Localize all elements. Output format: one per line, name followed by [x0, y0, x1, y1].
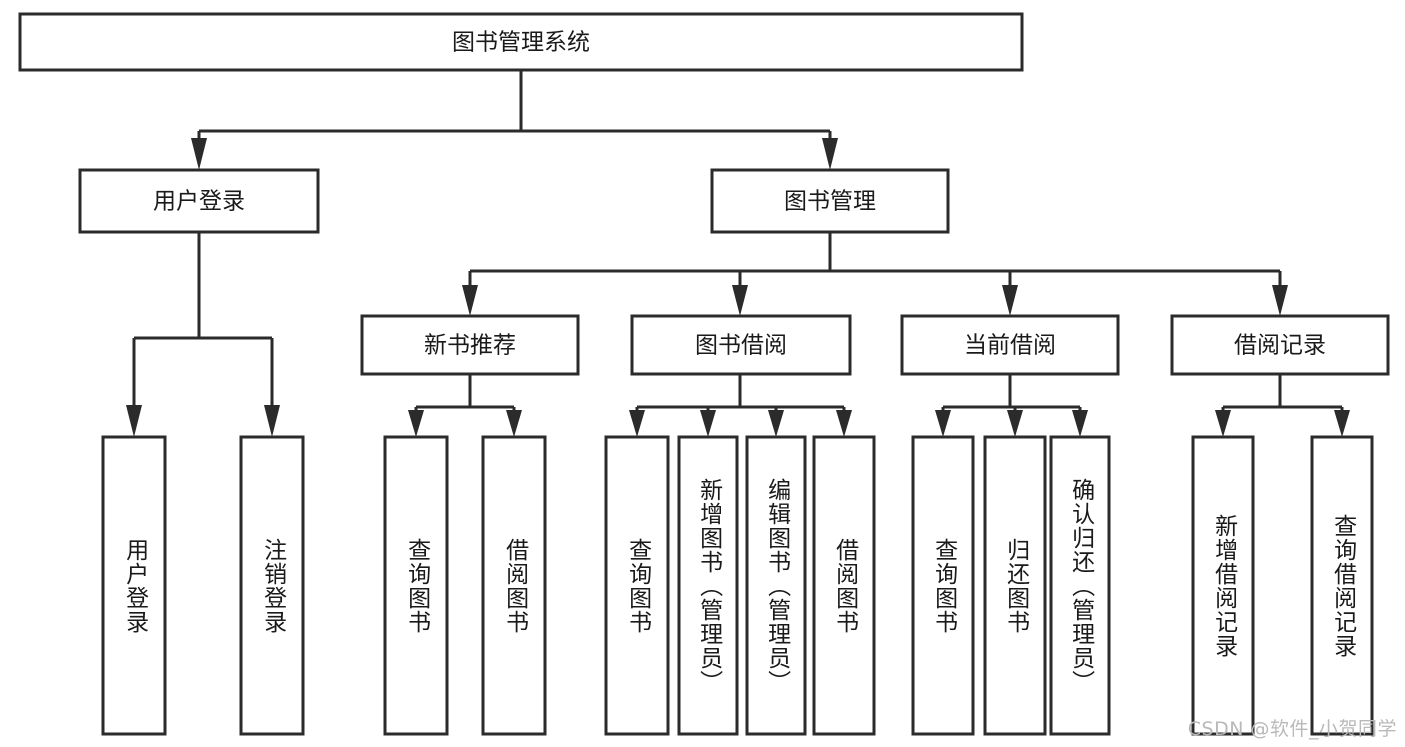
- node-box-new-book-rec[interactable]: [360, 314, 580, 376]
- node-box-leaf-query-book-borrow[interactable]: [604, 435, 670, 736]
- arrowhead-leaf-return-book: [1007, 410, 1023, 437]
- node-box-leaf-query-book-cur[interactable]: [911, 435, 975, 736]
- node-box-leaf-logout[interactable]: [239, 435, 305, 736]
- node-label-book-manage: 图书管理: [784, 189, 876, 215]
- arrowhead-leaf-edit-book: [768, 410, 784, 437]
- arrowhead-leaf-logout: [264, 405, 280, 437]
- node-label-current-borrow: 当前借阅: [964, 333, 1056, 359]
- node-box-leaf-borrow-book-rec[interactable]: [481, 435, 547, 736]
- node-box-leaf-query-book-rec[interactable]: [383, 435, 449, 736]
- node-box-leaf-add-book[interactable]: [677, 435, 739, 736]
- arrowhead-leaf-add-book: [700, 410, 716, 437]
- arrowhead-leaf-user-login: [126, 405, 142, 437]
- arrowhead-borrow-record: [1272, 285, 1288, 316]
- arrowhead-leaf-borrow-book-rec: [506, 410, 522, 437]
- arrowhead-book-manage: [822, 138, 838, 170]
- node-label-book-borrow: 图书借阅: [695, 333, 787, 359]
- node-label-root: 图书管理系统: [452, 30, 590, 56]
- node-box-leaf-confirm-return[interactable]: [1049, 435, 1111, 736]
- arrowhead-leaf-query-book-borrow: [629, 410, 645, 437]
- arrowhead-leaf-add-record: [1215, 410, 1231, 437]
- node-box-user-login[interactable]: [78, 168, 320, 234]
- arrowhead-leaf-borrow-book: [836, 410, 852, 437]
- node-box-leaf-return-book[interactable]: [983, 435, 1047, 736]
- arrowhead-leaf-query-book-cur: [935, 410, 951, 437]
- arrowhead-user-login: [191, 138, 207, 170]
- node-box-leaf-user-login[interactable]: [101, 435, 167, 736]
- arrowhead-leaf-query-record: [1334, 410, 1350, 437]
- node-label-borrow-record: 借阅记录: [1234, 333, 1326, 359]
- node-box-borrow-record[interactable]: [1170, 314, 1390, 376]
- node-label-user-login: 用户登录: [153, 189, 245, 215]
- arrowhead-leaf-query-book-rec: [408, 410, 424, 437]
- node-box-book-manage[interactable]: [710, 168, 950, 234]
- arrowhead-book-borrow: [732, 285, 748, 316]
- arrowhead-new-book-rec: [462, 285, 478, 316]
- arrowhead-current-borrow: [1002, 285, 1018, 316]
- connectors-group: [126, 70, 1350, 437]
- node-box-leaf-add-record[interactable]: [1191, 435, 1255, 736]
- csdn-watermark: CSDN @软件_小贺同学: [1187, 718, 1397, 740]
- node-box-current-borrow[interactable]: [900, 314, 1120, 376]
- node-box-leaf-borrow-book[interactable]: [812, 435, 876, 736]
- nodes-group: 图书管理系统 用户登录 图书管理 新书推荐 图书借阅 当前借阅 借阅记录: [18, 12, 1390, 736]
- arrowhead-leaf-confirm-return: [1072, 410, 1088, 437]
- node-box-book-borrow[interactable]: [630, 314, 852, 376]
- node-box-leaf-query-record[interactable]: [1310, 435, 1374, 736]
- node-label-new-book-rec: 新书推荐: [424, 333, 516, 359]
- node-box-leaf-edit-book[interactable]: [745, 435, 807, 736]
- node-box-root[interactable]: [18, 12, 1024, 72]
